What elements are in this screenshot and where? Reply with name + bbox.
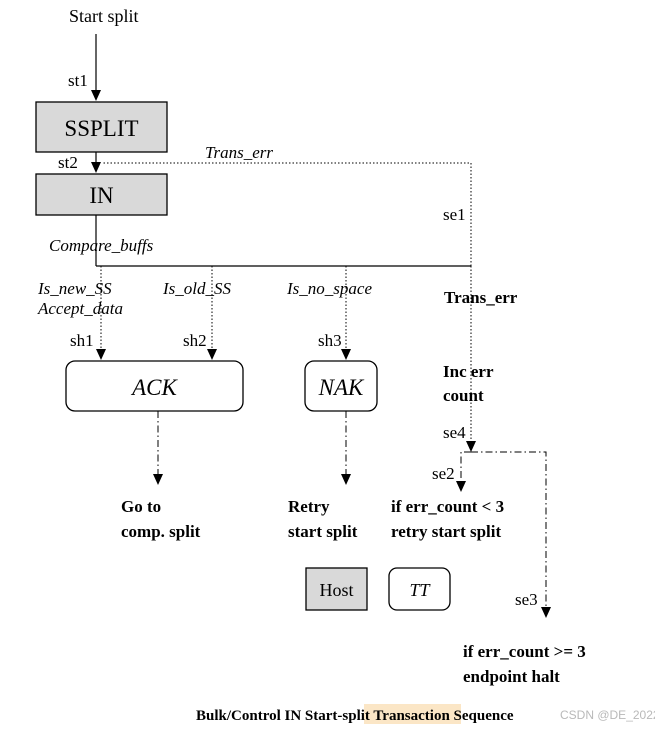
condition-accept-data: Accept_data [37,299,123,318]
caption-prefix: Bulk/Control IN Start- [196,708,342,724]
state-nak-box [304,360,378,412]
condition-is-no-space: Is_no_space [286,279,372,298]
action-retry-line2: start split [288,522,358,541]
state-ssplit-label: SSPLIT [64,116,138,141]
watermark: CSDN @DE_2022 [560,708,655,722]
se4-arrowhead [466,441,476,452]
action-inc-err-line1: Inc err [443,362,494,381]
label-se4: se4 [443,423,466,442]
action-err-ge3-line1: if err_count >= 3 [463,642,586,661]
ack-to-goto-arrowhead [153,474,163,485]
label-st1: st1 [68,71,88,90]
action-err-lt3-line2: retry start split [391,522,501,541]
action-inc-err-line2: count [443,386,484,405]
branch-sh1-arrowhead [96,349,106,360]
label-se3: se3 [515,590,538,609]
action-trans-err: Trans_err [444,288,518,307]
state-nak-label: NAK [318,375,365,400]
trans-err-loop-line [103,162,472,266]
se2-arrowhead [456,481,466,492]
legend-tt-label: TT [409,580,431,600]
condition-is-new-ss: Is_new_SS [37,279,112,298]
label-sh3: sh3 [318,331,342,350]
state-ack-box [65,360,244,412]
action-err-ge3-line2: endpoint halt [463,667,560,686]
label-sh2: sh2 [183,331,207,350]
start-arrowhead [91,90,101,101]
caption-highlighted: split Transac [342,708,425,724]
action-go-to-line1: Go to [121,497,161,516]
se2-branch-line [460,451,471,482]
label-st2: st2 [58,153,78,172]
state-in-label: IN [89,183,114,208]
branch-sh2-arrowhead [207,349,217,360]
se3-branch-line [471,451,547,608]
label-se2: se2 [432,464,455,483]
branch-sh3-arrowhead [341,349,351,360]
legend-host-label: Host [319,580,353,600]
start-label: Start split [69,6,139,26]
ssplit-to-in-arrowhead [91,162,101,173]
se3-arrowhead [541,607,551,618]
condition-compare-buffs: Compare_buffs [49,236,154,255]
nak-to-retry-arrowhead [341,474,351,485]
action-go-to-line2: comp. split [121,522,201,541]
action-err-lt3-line1: if err_count < 3 [391,497,504,516]
state-ack-label: ACK [130,375,178,400]
legend-tt-box [388,567,451,611]
label-sh1: sh1 [70,331,94,350]
caption-suffix: tion Sequence [425,708,514,724]
legend-host-box [305,567,368,611]
label-se1: se1 [443,205,466,224]
condition-is-old-ss: Is_old_SS [162,279,232,298]
caption-highlight [364,704,461,724]
caption: Bulk/Control IN Start-split Transaction … [196,708,514,724]
state-in-box [35,173,168,216]
state-ssplit-box [35,101,168,153]
action-retry-line1: Retry [288,497,330,516]
condition-trans-err-top: Trans_err [205,143,273,162]
